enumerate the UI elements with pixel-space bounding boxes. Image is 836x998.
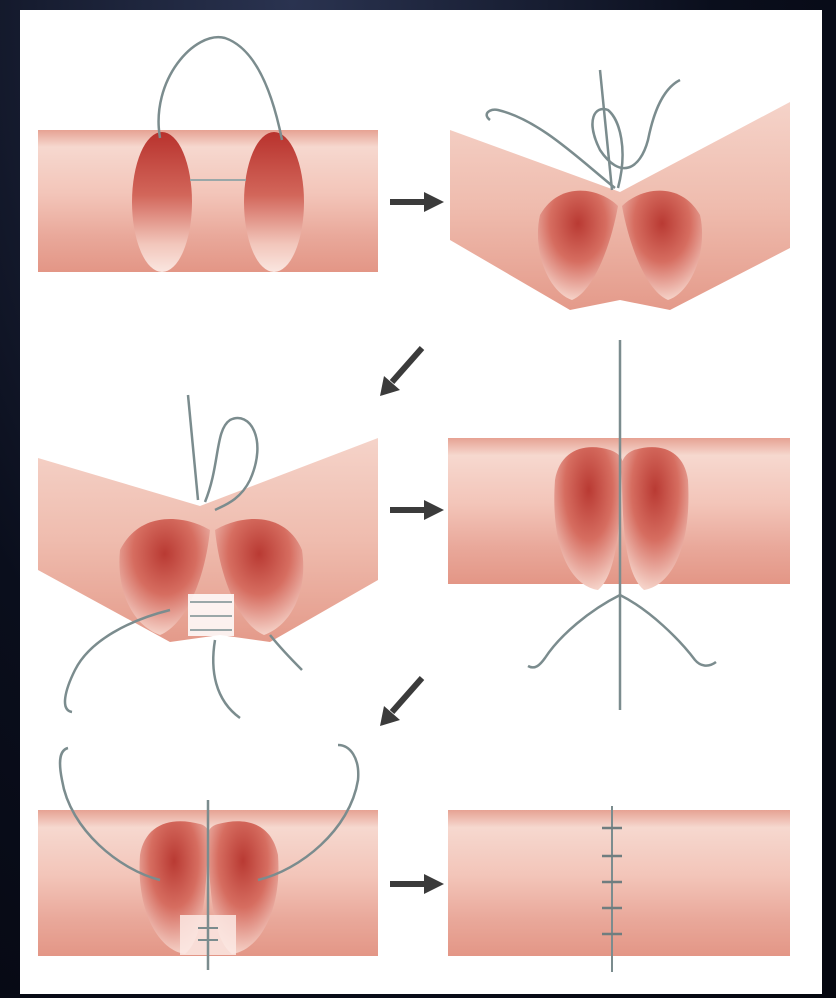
suture-diagram-panel: [20, 10, 822, 994]
suture-technique-diagram: [20, 10, 822, 994]
wound-edge-left: [132, 132, 192, 272]
tissue-block: [38, 130, 378, 272]
suture-thread: [600, 70, 612, 190]
suture-thread: [270, 635, 302, 670]
step-3-second-suture: [38, 395, 378, 718]
suture-thread: [528, 595, 620, 667]
arrow-right-icon: [390, 192, 444, 212]
step-5-outer-suture-loop: [38, 745, 378, 970]
suture-thread: [213, 640, 240, 718]
arrow-down-left-icon: [380, 348, 422, 396]
step-1-suture-loop: [38, 37, 378, 272]
step-6-closed-wound: [448, 806, 790, 972]
suture-thread: [159, 37, 282, 140]
suture-thread: [620, 595, 716, 666]
arrow-right-icon: [390, 500, 444, 520]
step-4-edges-approximated: [448, 340, 790, 710]
arrow-down-left-icon: [380, 678, 422, 726]
wound-edge-right: [244, 132, 304, 272]
suture-thread: [188, 395, 198, 500]
step-2-edges-drawn-together: [450, 70, 790, 310]
arrow-right-icon: [390, 874, 444, 894]
